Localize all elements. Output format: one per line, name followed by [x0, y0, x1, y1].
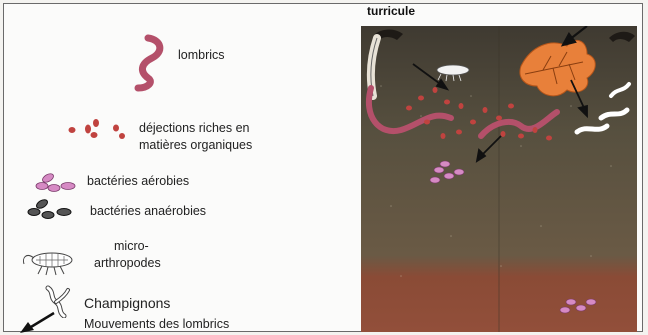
legend-label-micro: micro- — [114, 238, 149, 254]
legend-label-champignons: Champignons — [84, 295, 170, 311]
turricule-label: turricule — [367, 4, 415, 18]
legend-label-dejections-2: matières organiques — [139, 137, 252, 153]
movement-arrow-icon — [18, 310, 58, 334]
microarthropod-icon — [20, 248, 82, 278]
legend-label-mouvements: Mouvements des lombrics — [84, 316, 229, 332]
legend-label-dejections-1: déjections riches en — [139, 120, 249, 136]
aerobic-bacteria-icon — [34, 170, 84, 196]
earthworm-icon — [128, 34, 168, 92]
legend-label-bacteries-anaerobies: bactéries anaérobies — [90, 203, 206, 219]
soil-profile — [361, 26, 637, 332]
legend-label-bacteries-aerobies: bactéries aérobies — [87, 173, 189, 189]
legend-label-lombrics: lombrics — [178, 47, 225, 63]
legend-label-arthropodes: arthropodes — [94, 255, 161, 271]
dejections-icon — [64, 115, 134, 145]
anaerobic-bacteria-icon — [26, 196, 78, 224]
